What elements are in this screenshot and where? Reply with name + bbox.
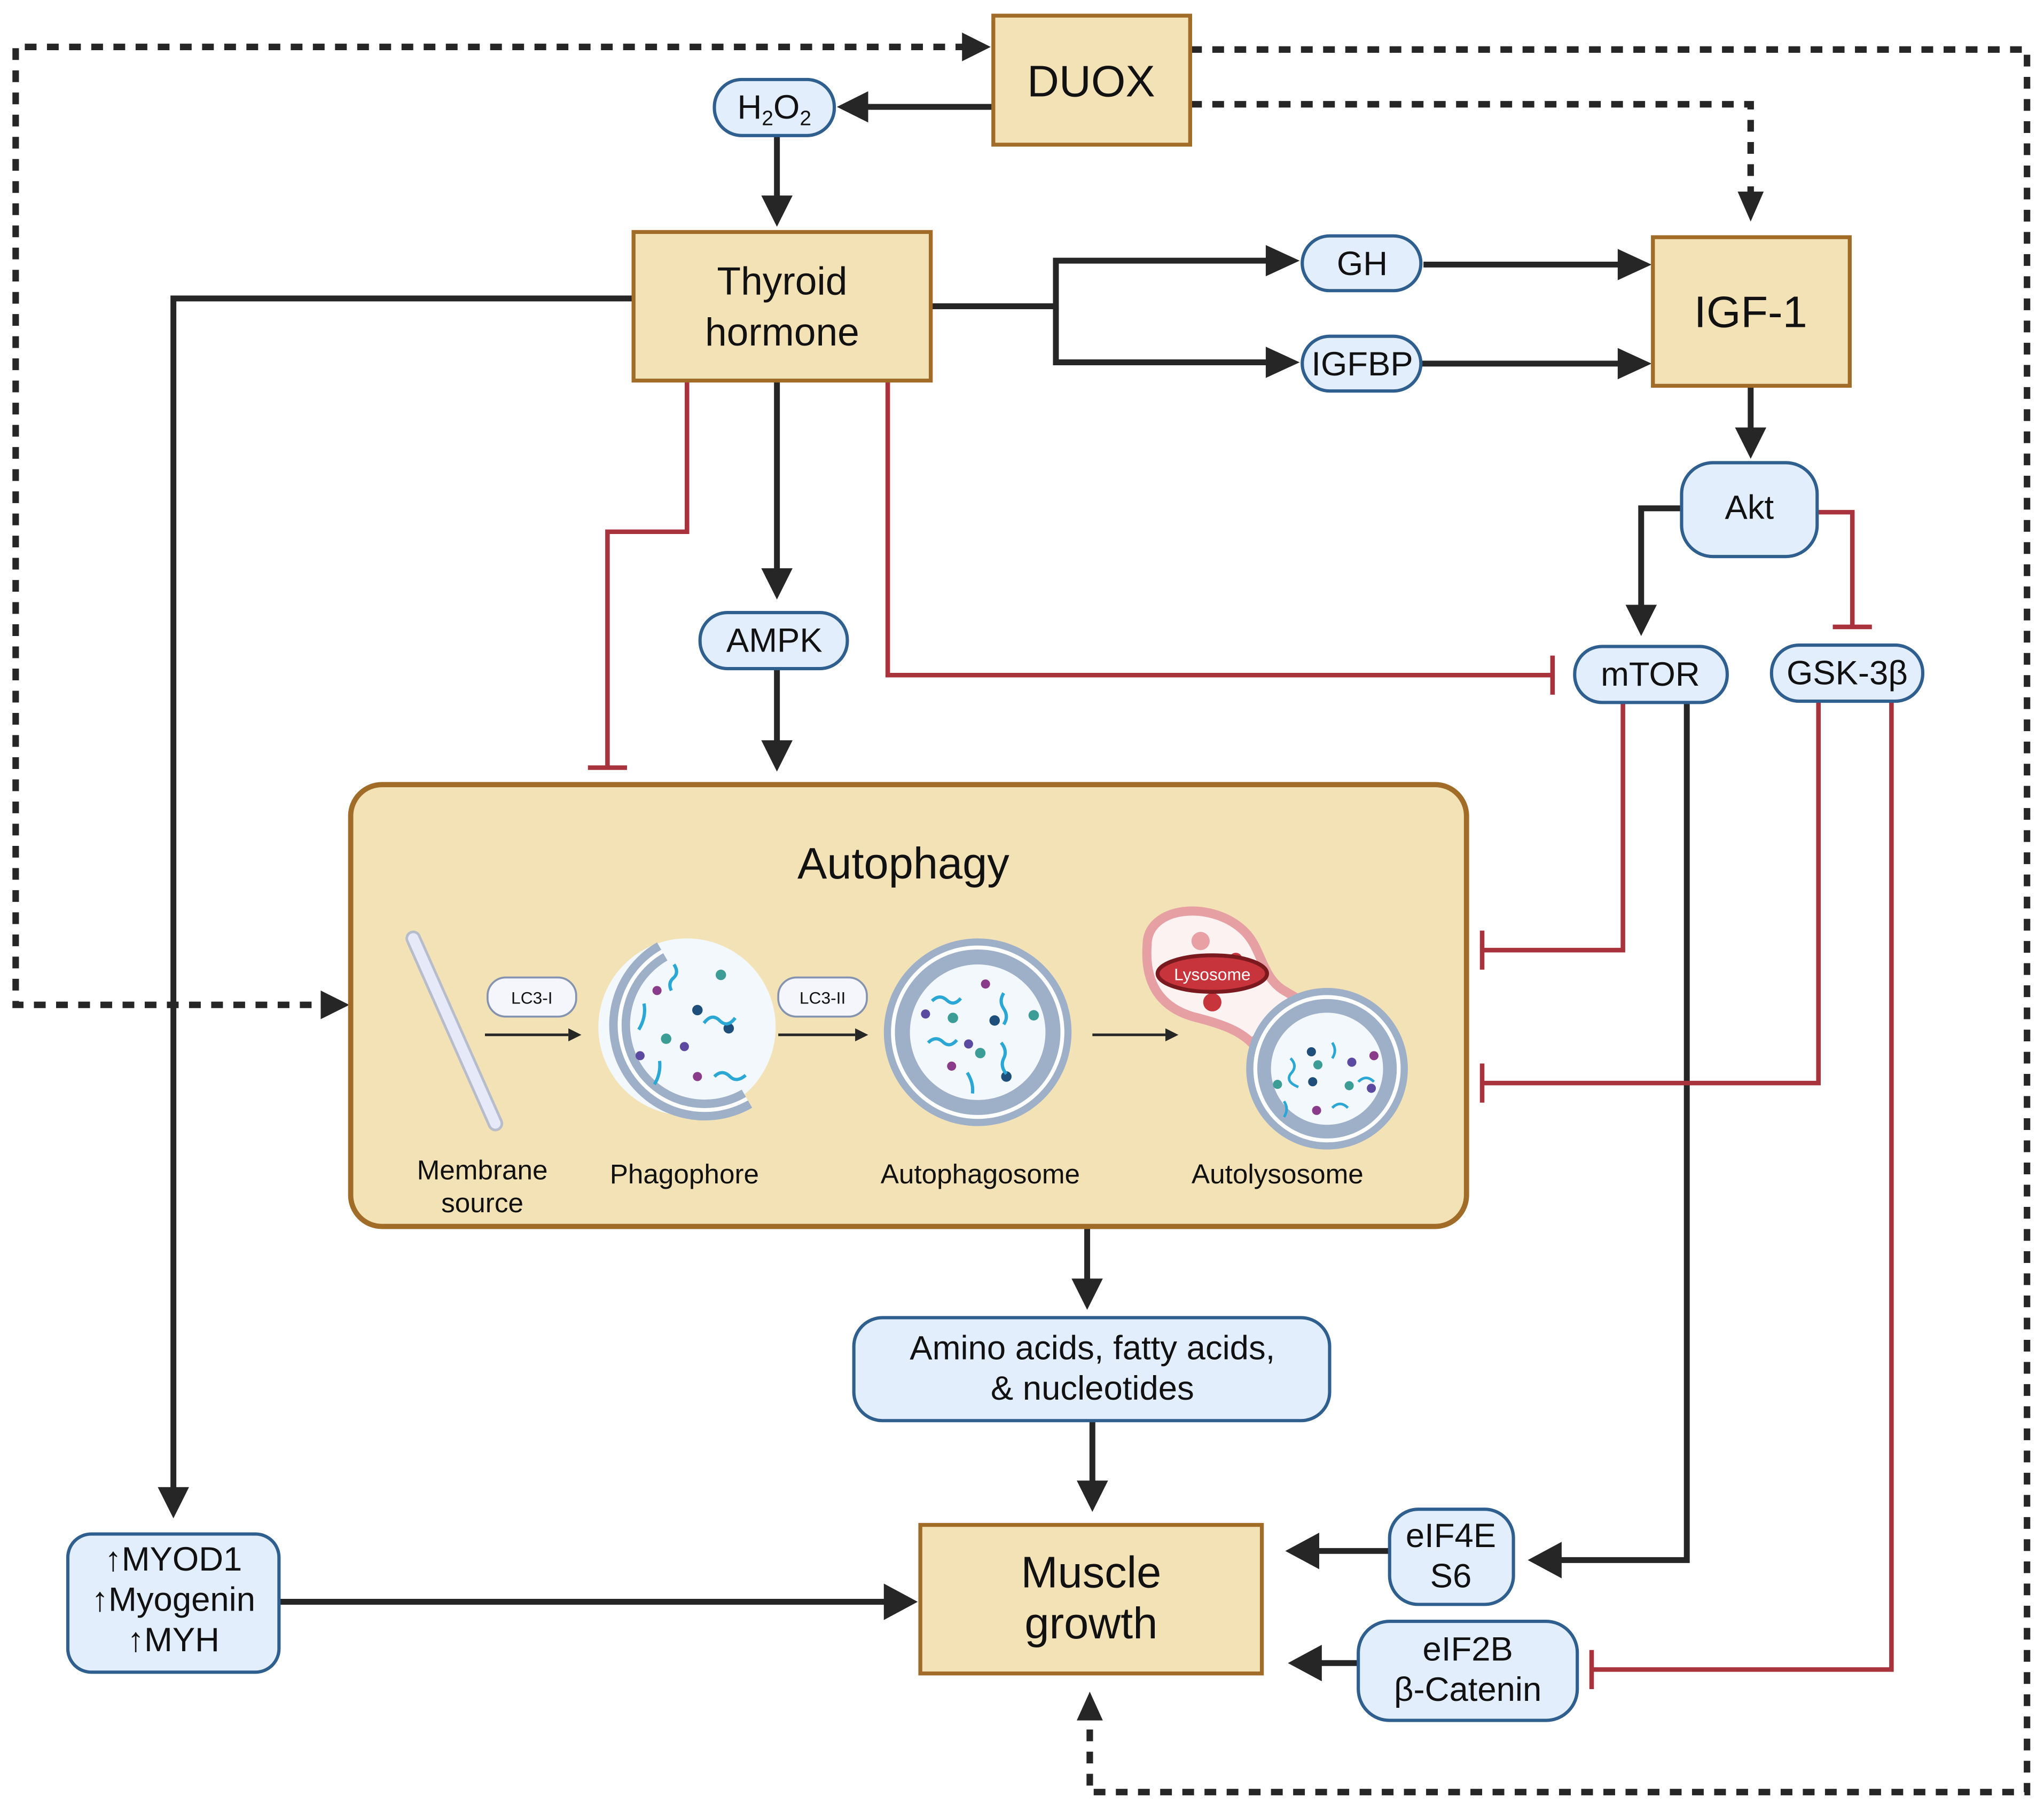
arrowhead: [1737, 191, 1764, 222]
membrane-source-illustration: [405, 930, 504, 1132]
node-thyroid-hormone[interactable]: Thyroid hormone: [631, 230, 933, 383]
node-amino-label-line2: & nucleotides: [991, 1370, 1194, 1407]
edge-thyroid-inhibits-mtor: [885, 380, 1552, 678]
lc3-ii-badge: LC3-II: [777, 976, 868, 1018]
node-mtor[interactable]: mTOR: [1573, 645, 1729, 704]
node-thyroid-label-line2: hormone: [705, 310, 859, 354]
autolysosome-illustration: Lysosome: [1142, 906, 1408, 1150]
label-autophagosome: Autophagosome: [881, 1159, 1080, 1189]
node-h2o2-label: H2O2: [737, 89, 811, 130]
lc3-i-badge: LC3-I: [487, 976, 577, 1018]
node-eif4e-s6[interactable]: eIF4E S6: [1388, 1508, 1515, 1606]
node-akt-label: Akt: [1725, 489, 1774, 526]
node-gsk3b-label: GSK-3β: [1787, 654, 1908, 692]
node-myod-label-line2: ↑Myogenin: [91, 1581, 255, 1619]
lc3-ii-label: LC3-II: [800, 988, 845, 1007]
node-gh[interactable]: GH: [1301, 234, 1423, 293]
node-ampk-label: AMPK: [726, 622, 823, 659]
edge-mtor-eif4e: [1559, 701, 1690, 1563]
autophagy-title: Autophagy: [797, 838, 1009, 888]
node-amino-label-line1: Amino acids, fatty acids,: [910, 1330, 1275, 1367]
arrowhead: [1165, 1028, 1179, 1042]
arrowhead: [1617, 249, 1652, 280]
node-ampk[interactable]: AMPK: [698, 611, 849, 671]
node-thyroid-label-line1: Thyroid: [717, 260, 847, 303]
arrowhead: [568, 1028, 582, 1042]
lysosome-label: Lysosome: [1174, 964, 1250, 984]
arrowhead: [1288, 1645, 1322, 1682]
node-eif4e-label-line2: S6: [1430, 1558, 1472, 1595]
node-gh-label: GH: [1337, 245, 1388, 282]
arrowhead: [1265, 245, 1300, 277]
arrowhead: [1071, 1278, 1103, 1310]
arrowhead: [855, 1028, 868, 1042]
edge-thyroid-inhibits-autophagy: [605, 380, 690, 767]
dashed-edge-duox-igf1: [1190, 101, 1754, 196]
activation-edges: [158, 91, 1767, 1682]
edge-thyroid-myod: [170, 295, 634, 1493]
arrowhead: [1285, 1533, 1319, 1569]
lc3-i-label: LC3-I: [511, 988, 553, 1007]
node-igf1-label: IGF-1: [1694, 287, 1807, 337]
inhibition-edges: [588, 380, 1894, 1690]
edge-thyroid-igfbp: [1053, 306, 1271, 365]
autophagosome-illustration: [883, 938, 1072, 1126]
node-eif4e-label-line1: eIF4E: [1406, 1517, 1496, 1555]
arrowhead: [1265, 347, 1300, 378]
arrowhead: [761, 740, 793, 772]
node-eif2b-label-line1: eIF2B: [1423, 1630, 1513, 1668]
node-myod-myogenin-myh[interactable]: ↑MYOD1 ↑Myogenin ↑MYH: [66, 1532, 281, 1674]
node-igfbp-label: IGFBP: [1311, 346, 1413, 383]
arrowhead: [761, 568, 793, 600]
arrowhead: [836, 91, 868, 123]
arrowhead: [962, 33, 991, 61]
arrowhead: [1617, 348, 1652, 380]
node-h2o2[interactable]: H2O2: [712, 77, 836, 137]
edge-thyroid-gh: [932, 257, 1271, 310]
arrowhead: [1528, 1542, 1562, 1579]
label-membrane-line2: source: [441, 1188, 523, 1218]
edge-mtor-inhibits-autophagy: [1483, 702, 1625, 953]
node-muscle-label-line2: growth: [1024, 1598, 1157, 1648]
label-phagophore: Phagophore: [610, 1159, 759, 1189]
node-myod-label-line3: ↑MYH: [127, 1621, 220, 1659]
edge-akt-mtor: [1638, 505, 1682, 610]
arrowhead: [883, 1583, 918, 1620]
node-muscle-growth[interactable]: Muscle growth: [918, 1522, 1264, 1676]
node-muscle-label-line1: Muscle: [1021, 1548, 1161, 1597]
arrowhead: [1625, 605, 1657, 637]
arrowhead: [320, 990, 350, 1019]
label-membrane-line1: Membrane: [417, 1155, 548, 1186]
node-duox-label: DUOX: [1027, 57, 1155, 106]
node-eif2b-beta-catenin[interactable]: eIF2B β-Catenin: [1357, 1620, 1579, 1722]
phagophore-illustration: [598, 938, 776, 1121]
node-igf1[interactable]: IGF-1: [1651, 235, 1852, 388]
arrowhead: [1077, 1691, 1103, 1721]
node-myod-label-line1: ↑MYOD1: [105, 1541, 242, 1578]
edge-gsk3b-inhibits-eif2b: [1593, 701, 1894, 1672]
arrowhead: [761, 195, 793, 227]
node-amino-acids[interactable]: Amino acids, fatty acids, & nucleotides: [852, 1316, 1332, 1423]
node-akt[interactable]: Akt: [1680, 461, 1819, 559]
arrowhead: [1735, 427, 1767, 459]
node-igfbp[interactable]: IGFBP: [1301, 334, 1423, 393]
dashed-edge-duox-muscle: [1086, 46, 2031, 1795]
arrowhead: [158, 1487, 189, 1519]
edge-akt-inhibits-gsk3b: [1817, 509, 1855, 626]
node-eif2b-label-line2: β-Catenin: [1394, 1671, 1541, 1708]
node-mtor-label: mTOR: [1601, 656, 1700, 693]
edge-gsk3b-inhibits-autophagy: [1483, 701, 1821, 1086]
node-gsk3b[interactable]: GSK-3β: [1769, 643, 1925, 703]
node-duox[interactable]: DUOX: [991, 13, 1192, 147]
autophagy-box[interactable]: Autophagy Membrane source LC3-I: [348, 782, 1469, 1229]
label-autolysosome: Autolysosome: [1192, 1159, 1364, 1189]
arrowhead: [1077, 1480, 1108, 1512]
